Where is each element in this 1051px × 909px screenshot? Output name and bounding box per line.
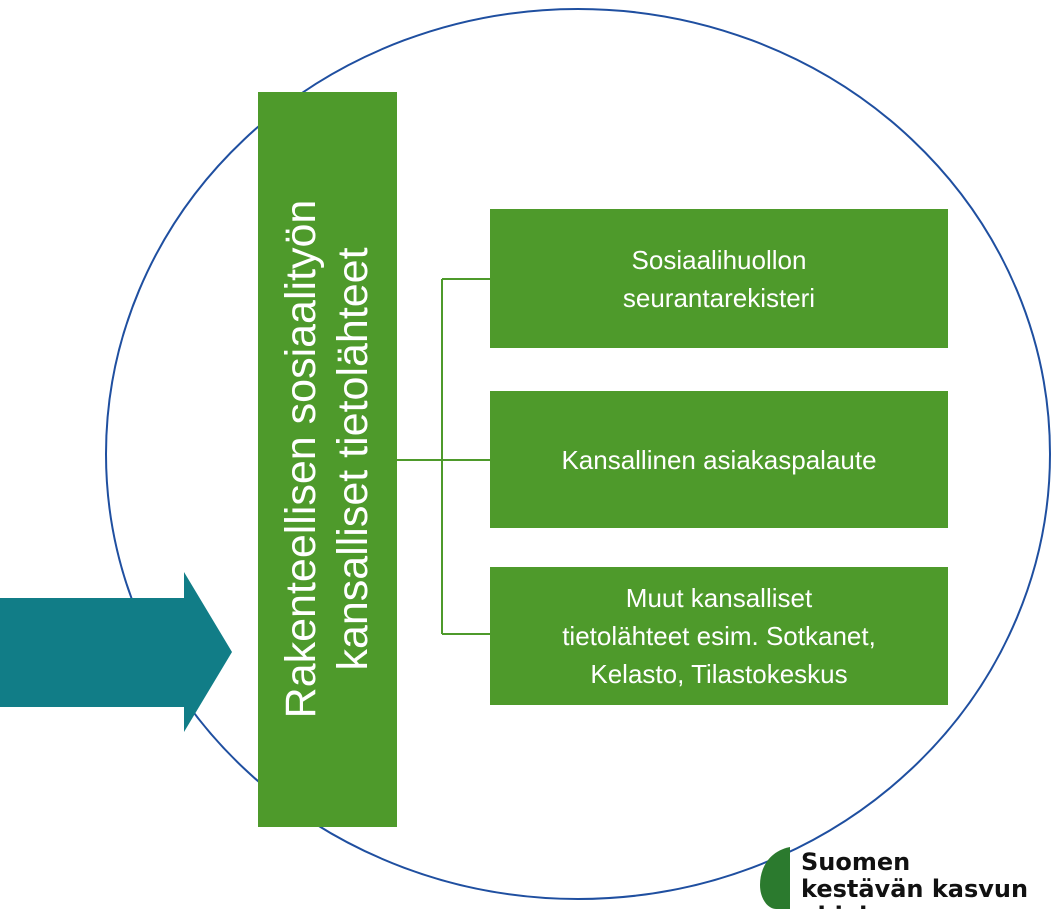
connector-lines — [397, 278, 490, 635]
right-arrow-icon — [0, 572, 232, 732]
logo-line-1: Suomen — [801, 848, 911, 876]
main-node-line-2: kansalliset tietolähteet — [329, 247, 377, 671]
child-node-label: Kansallinen asiakaspalaute — [561, 444, 877, 475]
child-node-label: Muut kansalliset tietolähteet esim. Sotk… — [562, 583, 876, 689]
logo-line-2: kestävän kasvun — [801, 875, 1029, 903]
main-node-label: Rakenteellisen sosiaalityön kansalliset … — [275, 99, 379, 819]
logo-line-3: ohjelma — [801, 903, 1028, 909]
main-node-line-1: Rakenteellisen sosiaalityön — [277, 199, 325, 719]
circle-outline — [105, 8, 1051, 900]
leaf-logo-icon — [760, 847, 790, 909]
child-node-monitoring-register: Sosiaalihuollon seurantarekisteri — [490, 209, 948, 348]
child-node-label: Sosiaalihuollon seurantarekisteri — [622, 244, 816, 313]
child-node-other-sources: Muut kansalliset tietolähteet esim. Sotk… — [490, 567, 948, 705]
logo: Suomen kestävän kasvun ohjelma — [758, 847, 1051, 909]
main-node — [258, 92, 397, 827]
child-node-customer-feedback: Kansallinen asiakaspalaute — [490, 391, 948, 528]
logo-wordmark: Suomen kestävän kasvun ohjelma — [801, 849, 1028, 909]
